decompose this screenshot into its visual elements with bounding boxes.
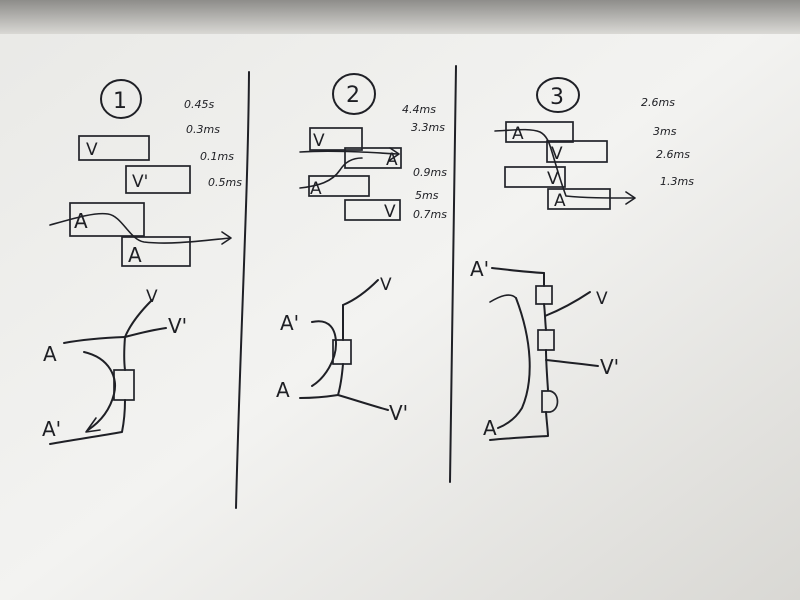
column-divider-right: [449, 65, 457, 483]
panel-3-timeline-box-4: [547, 188, 611, 210]
panel-2-graph-label-a: A: [276, 378, 290, 402]
panel-2-graph-label-a-prime: A': [280, 311, 299, 335]
panel-2-flow-arrow: [299, 157, 363, 189]
panel-1-timeline-label-3: A: [74, 209, 88, 233]
panel-1-time-3: 0.1ms: [200, 150, 234, 163]
panel-1-timeline-label-4: A: [128, 243, 142, 267]
panel-3-graph-trunk-3: [545, 349, 549, 391]
panel-3-time-4: 1.3ms: [660, 175, 694, 188]
panel-3-graph-label-a-prime: A': [470, 257, 489, 281]
panel-2-graph-line-v-prime: [337, 394, 389, 411]
panel-3-flow-arrowhead: [625, 191, 636, 205]
panel-1: 1 0.45s 0.3ms 0.1ms 0.5ms V V' A A A A' …: [42, 79, 242, 445]
panel-1-time-4: 0.5ms: [208, 176, 242, 189]
panel-1-flow-arrowhead: [221, 231, 232, 245]
panel-1-number: 1: [113, 89, 127, 114]
panel-1-graph-trunk: [123, 336, 126, 371]
panel-3-timeline-label-3: V: [547, 169, 559, 189]
panel-1-time-2: 0.3ms: [186, 123, 220, 136]
panel-1-timeline-label-1: V: [86, 140, 98, 160]
panel-1-graph-line-a: [63, 336, 126, 344]
panel-1-timeline-box-1: [78, 135, 150, 161]
panel-2-flow-arrow-top: [299, 150, 399, 155]
panel-2-number: 2: [346, 83, 360, 108]
panel-3-graph-curve: [497, 297, 531, 429]
panel-3-timeline-label-1: A: [512, 124, 524, 144]
panel-3-time-1: 2.6ms: [641, 96, 675, 109]
panel-1-timeline-label-2: V': [132, 172, 148, 192]
column-divider-left: [235, 71, 250, 509]
panel-3-time-3: 2.6ms: [656, 148, 690, 161]
panel-1-timeline-box-4: [121, 236, 191, 267]
panel-1-graph-line-v-prime: [124, 327, 167, 338]
panel-2-graph-label-v: V: [380, 275, 392, 295]
panel-1-time-1: 0.45s: [184, 98, 214, 111]
panel-1-graph-curve-arrowhead: [85, 417, 101, 433]
panel-2-timeline-label-1: V: [313, 131, 325, 151]
panel-3-timeline-box-2: [546, 140, 608, 163]
panel-3-number-circle: [536, 77, 580, 113]
panel-1-graph-line-v: [124, 299, 153, 338]
panel-3-graph-junction-bottom: [541, 390, 559, 413]
panel-2: 2 4.4ms 3.3ms 0.9ms 5ms 0.7ms V A A V A'…: [276, 73, 447, 425]
panel-2-time-3: 0.9ms: [413, 166, 447, 179]
panel-2-time-2: 3.3ms: [411, 121, 445, 134]
panel-2-graph-label-v-prime: V': [389, 401, 408, 425]
panel-3-flow-arrow: [494, 128, 635, 199]
panel-3-graph-trunk-lower: [489, 411, 549, 441]
panel-2-timeline-box-1: [309, 127, 363, 151]
panel-1-number-circle: [100, 79, 142, 119]
panel-3-graph-line-v-prime: [545, 359, 599, 367]
panel-2-timeline-box-4: [344, 199, 401, 221]
panel-3-time-2: 3ms: [653, 125, 677, 138]
panel-3-timeline-label-4: A: [554, 191, 566, 211]
panel-1-graph-curve: [83, 351, 116, 431]
panel-3: 3 2.6ms 3ms 2.6ms 1.3ms A V V A A' A V V…: [470, 77, 694, 441]
panel-1-graph-trunk-lower: [49, 399, 126, 445]
page-top-shadow: [0, 0, 800, 34]
panel-2-time-4: 5ms: [415, 189, 439, 202]
panel-1-timeline-box-2: [125, 165, 191, 194]
panel-2-graph-line-v: [342, 279, 379, 306]
panel-3-timeline-box-3: [504, 166, 566, 188]
panel-1-graph-label-v-prime: V': [168, 314, 187, 338]
panel-3-graph-label-v: V: [596, 289, 608, 309]
panel-2-number-circle: [332, 73, 376, 115]
panel-1-graph-label-a: A: [43, 342, 57, 366]
panel-3-graph-top-line: [491, 267, 545, 274]
panel-2-time-5: 0.7ms: [413, 208, 447, 221]
panel-2-timeline-label-3: A: [310, 179, 322, 199]
panel-3-graph-label-v-prime: V': [600, 355, 619, 379]
panel-2-timeline-label-4: V: [384, 202, 396, 222]
panel-3-number: 3: [550, 85, 564, 110]
panel-1-flow-arrow: [49, 212, 231, 244]
panel-2-timeline-box-2: [344, 147, 402, 169]
panel-2-graph-curve: [311, 320, 337, 387]
panel-2-time-1: 4.4ms: [402, 103, 436, 116]
panel-3-graph-line-v: [544, 291, 591, 317]
panel-3-timeline-box-1: [505, 121, 574, 143]
panel-3-graph-curve-top: [489, 294, 517, 303]
panel-2-timeline-label-2: A: [386, 150, 398, 170]
panel-2-flow-arrow-top-head: [389, 147, 400, 161]
panel-3-graph-label-a: A: [483, 416, 497, 440]
panel-1-graph-label-a-prime: A': [42, 417, 61, 441]
